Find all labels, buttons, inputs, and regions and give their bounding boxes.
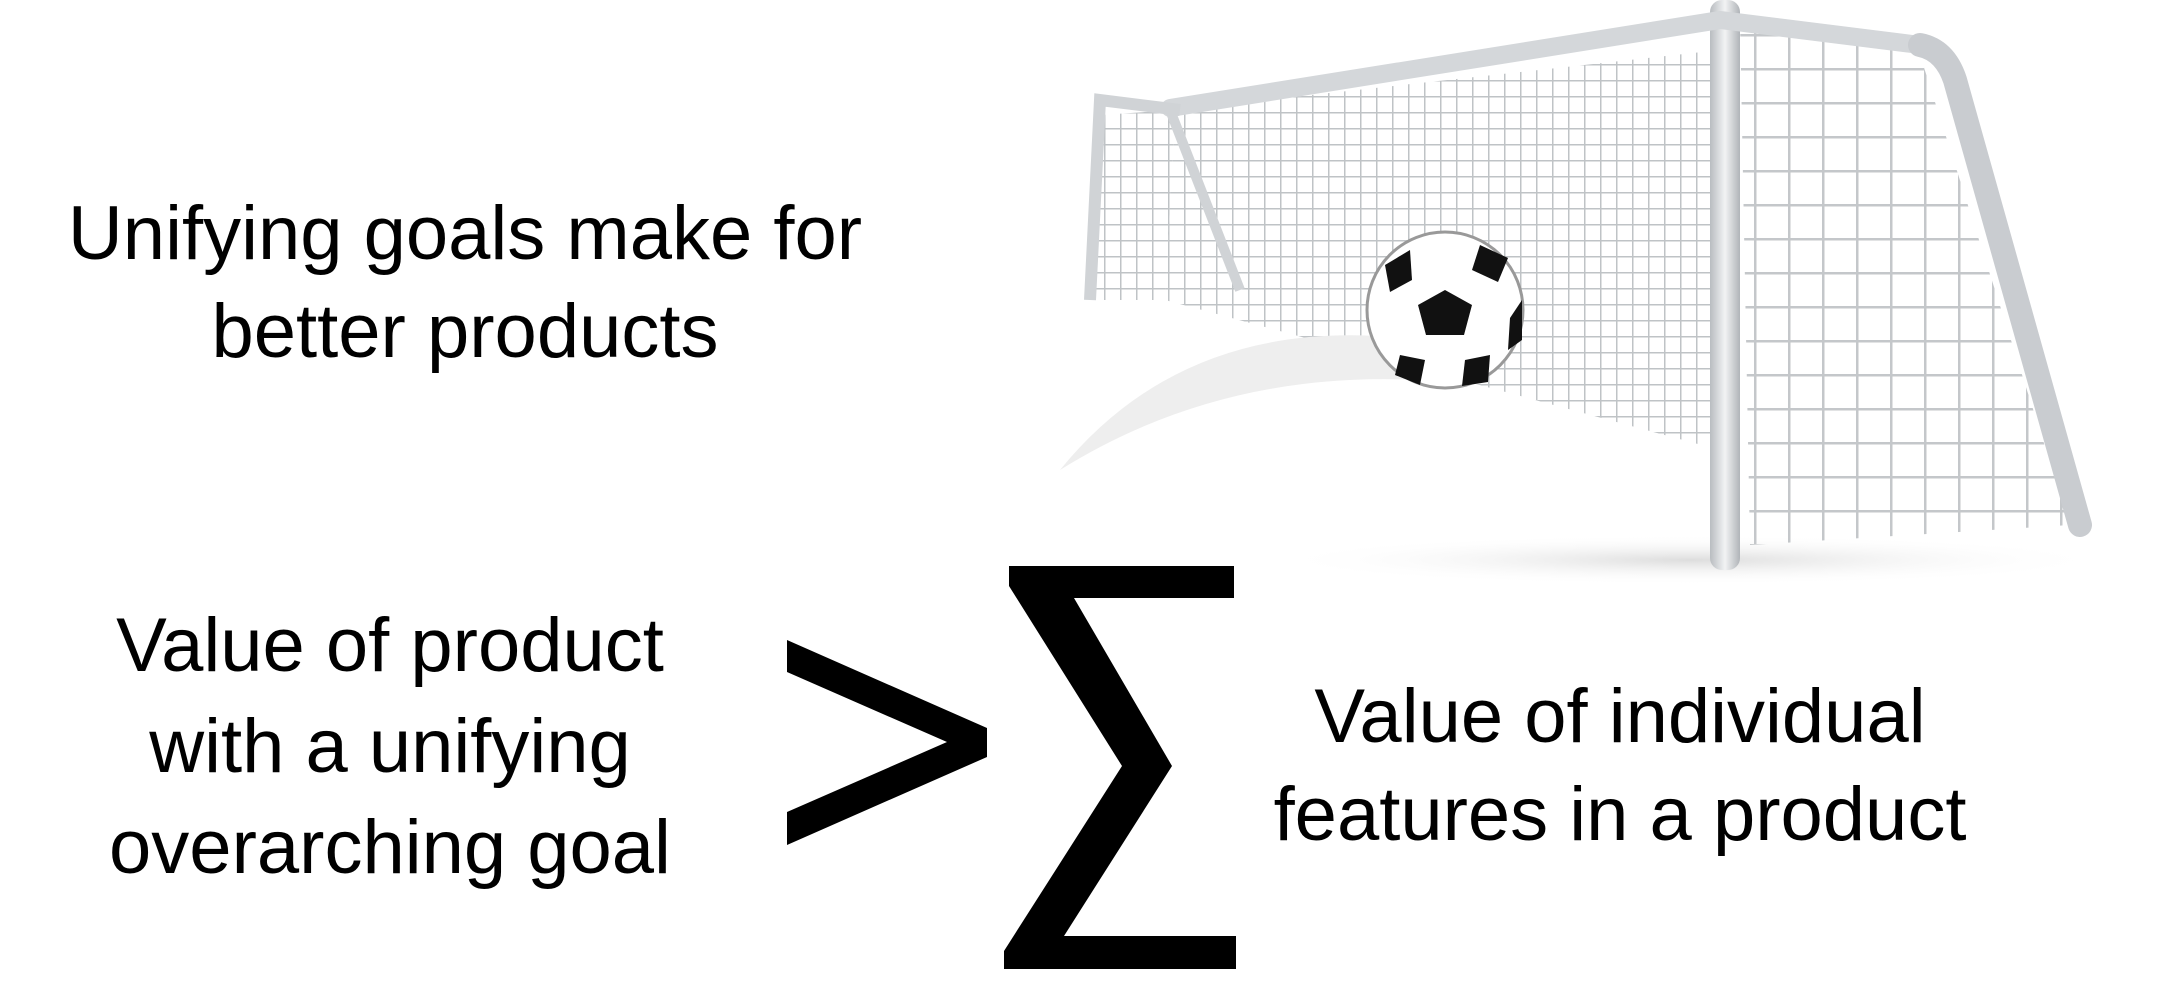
headline: Unifying goals make for better products [0,185,930,381]
soccer-goal-illustration [1060,0,2110,585]
right-expression-line: Value of individual [1314,674,1926,759]
soccer-ball-icon [1365,230,1525,390]
left-expression: Value of product with a unifying overarc… [40,595,740,898]
headline-line: Unifying goals make for [67,191,863,276]
ball-motion-trail [1060,335,1420,470]
headline-line: better products [211,289,719,374]
right-expression: Value of individual features in a produc… [1220,668,2020,864]
left-expression-line: with a unifying [149,704,631,789]
greater-than-symbol [787,640,987,845]
left-expression-line: Value of product [116,603,664,688]
left-expression-line: overarching goal [109,805,671,890]
right-expression-line: features in a product [1273,772,1967,857]
sigma-symbol [1004,566,1236,969]
